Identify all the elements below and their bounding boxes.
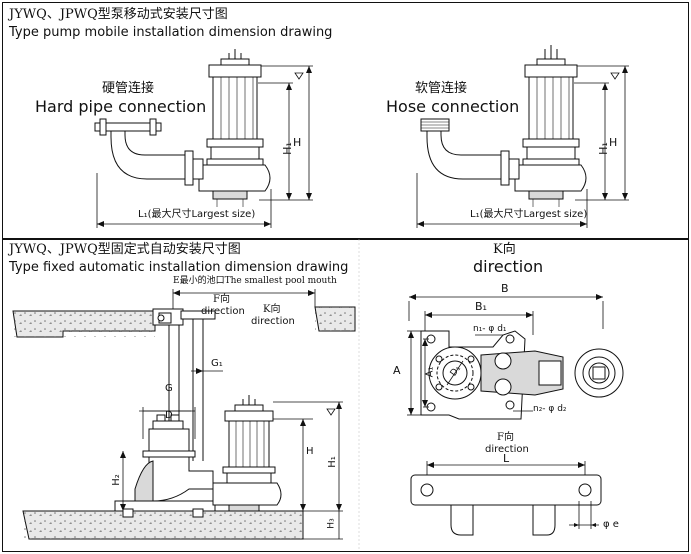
dim-h3: H₃ bbox=[326, 518, 337, 529]
hard-dim-h1: H₁ bbox=[280, 142, 294, 155]
k-label-n1: n₁- φ d₁ bbox=[473, 324, 507, 334]
fixed-title-cn: JYWQ、JPWQ型固定式自动安装尺寸图 bbox=[9, 242, 241, 257]
pool-mouth-label: E最小的池口The smallest pool mouth bbox=[173, 276, 337, 286]
fixed-installation-panel: JYWQ、JPWQ型固定式自动安装尺寸图 Type fixed automati… bbox=[2, 238, 689, 552]
fixed-title-en: Type fixed automatic installation dimens… bbox=[9, 260, 349, 275]
f-view-title-en: direction bbox=[485, 444, 529, 455]
hard-dim-l1: L₁(最大尺寸Largest size) bbox=[138, 209, 256, 220]
fixed-side-dimensions bbox=[120, 289, 343, 540]
dim-h1: H₁ bbox=[326, 456, 338, 468]
hose-pump bbox=[420, 45, 587, 207]
k-dim-a1: A₁ bbox=[424, 366, 436, 378]
k-direction-en: direction bbox=[251, 316, 295, 327]
f-dim-e: φ e bbox=[603, 519, 619, 530]
guide-bracket bbox=[152, 308, 216, 326]
hose-dim-h1: H₁ bbox=[596, 142, 610, 155]
f-view-title-cn: F向 bbox=[497, 432, 514, 443]
hard-dim-h: H bbox=[293, 136, 302, 149]
mobile-title-en: Type pump mobile installation dimension … bbox=[9, 25, 333, 40]
fixed-pump bbox=[212, 395, 282, 512]
dim-h2: H₂ bbox=[110, 474, 122, 486]
k-dim-b: B bbox=[501, 282, 509, 295]
hose-dimensions bbox=[416, 65, 629, 228]
k-dim-b1: B₁ bbox=[475, 300, 487, 313]
mobile-installation-panel: JYWQ、JPWQ型泵移动式安装尺寸图 Type pump mobile ins… bbox=[2, 2, 689, 240]
mobile-installation-drawing bbox=[94, 45, 629, 228]
hard-pipe-dimensions bbox=[96, 65, 313, 228]
mobile-title-cn: JYWQ、JPWQ型泵移动式安装尺寸图 bbox=[9, 7, 228, 22]
k-view bbox=[407, 294, 624, 420]
f-view bbox=[410, 461, 602, 536]
hose-label-cn: 软管连接 bbox=[415, 81, 468, 96]
k-view-title-cn: K向 bbox=[493, 242, 516, 257]
k-dim-a: A bbox=[393, 364, 401, 377]
dim-h: H bbox=[306, 446, 314, 457]
hose-label-en: Hose connection bbox=[386, 97, 520, 116]
k-direction-cn: K向 bbox=[263, 304, 281, 315]
dim-d: D bbox=[165, 410, 173, 421]
discharge-pipe bbox=[114, 414, 216, 518]
k-view-title-en: direction bbox=[473, 257, 544, 276]
f-direction-en: direction bbox=[201, 306, 245, 317]
hose-dim-l1: L₁(最大尺寸Largest size) bbox=[470, 209, 588, 220]
hard-pipe-pump bbox=[94, 49, 271, 207]
hard-pipe-label-cn: 硬管连接 bbox=[102, 81, 155, 96]
k-label-n2: n₂- φ d₂ bbox=[533, 404, 567, 414]
fixed-installation-drawing bbox=[12, 239, 624, 551]
hose-dim-h: H bbox=[609, 136, 618, 149]
dim-g1: G₁ bbox=[211, 358, 223, 369]
pool-floor bbox=[22, 510, 304, 540]
dim-g: G bbox=[165, 383, 173, 394]
f-dim-l: L bbox=[503, 452, 510, 465]
hard-pipe-label-en: Hard pipe connection bbox=[35, 97, 207, 116]
f-direction-cn: F向 bbox=[213, 294, 230, 305]
